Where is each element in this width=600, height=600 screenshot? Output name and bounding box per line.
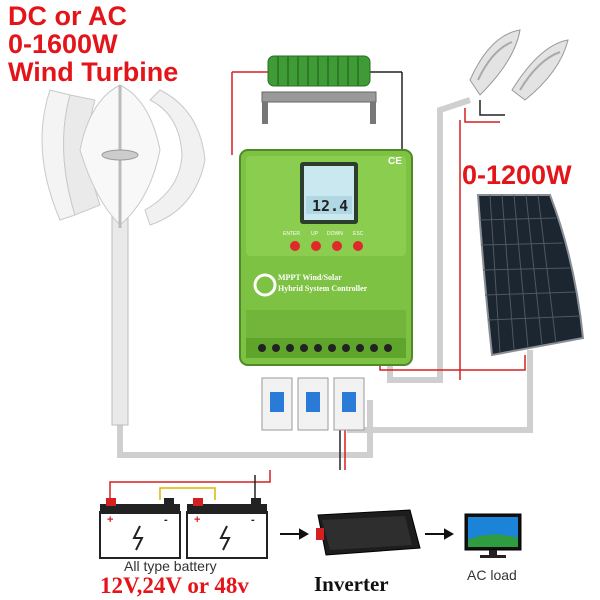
- batteries: [99, 498, 268, 559]
- battery-1-minus: -: [164, 514, 168, 526]
- down-button-label: DOWN: [327, 231, 343, 237]
- battery-type-label: All type battery: [124, 558, 217, 574]
- solar-panel: [476, 194, 585, 357]
- ce-mark: CE: [388, 156, 402, 167]
- enter-button-cap: [290, 241, 300, 251]
- tv-ac-load: [464, 513, 522, 558]
- battery-2-minus: -: [251, 514, 255, 526]
- esc-button-label: ESC: [353, 231, 364, 237]
- up-button-label: UP: [311, 231, 318, 237]
- controller-product-line-1: MPPT Wind/Solar: [278, 273, 342, 282]
- enter-button-label: ENTER: [283, 231, 300, 237]
- hybrid-controller: [239, 149, 413, 366]
- lcd-reading: 12.4: [312, 197, 349, 215]
- battery-1-plus: +: [107, 514, 114, 526]
- headline-line-3: Wind Turbine: [8, 57, 179, 87]
- down-button-cap: [332, 241, 342, 251]
- controller-product-line-2: Hybrid System Controller: [278, 284, 368, 293]
- headline-line-2: 0-1600W: [8, 29, 118, 59]
- inverter-label: Inverter: [314, 572, 389, 596]
- battery-2-plus: +: [194, 514, 201, 526]
- dump-load-resistor: [261, 55, 377, 124]
- ac-load-label: AC load: [467, 567, 517, 583]
- street-lamps: [469, 29, 569, 101]
- circuit-breakers: [261, 377, 365, 431]
- solar-power-label: 0-1200W: [462, 160, 572, 190]
- wind-turbine: [41, 84, 206, 426]
- headline-line-1: DC or AC: [8, 1, 127, 31]
- flow-arrows: [280, 528, 455, 540]
- up-button-cap: [311, 241, 321, 251]
- inverter-device: [316, 509, 421, 556]
- esc-button-cap: [353, 241, 363, 251]
- battery-voltage-label: 12V,24V or 48v: [100, 573, 249, 598]
